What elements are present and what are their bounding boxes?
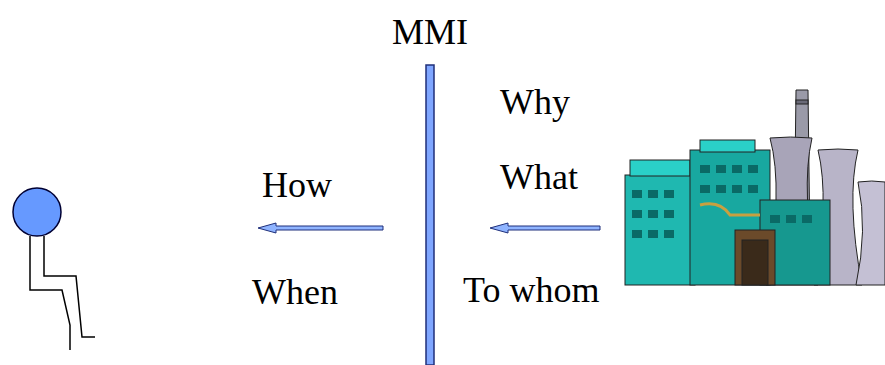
- question-label: How: [262, 165, 332, 205]
- interface-label: MMI: [392, 12, 468, 52]
- question-label: When: [252, 272, 338, 312]
- flow-arrow: [258, 223, 383, 233]
- question-label: Why: [500, 82, 570, 122]
- flow-arrow: [490, 223, 600, 233]
- question-label: What: [500, 157, 578, 197]
- power-plant: [625, 90, 885, 285]
- person-figure: [13, 188, 95, 350]
- question-label: To whom: [463, 270, 599, 310]
- mmi-bar: [426, 65, 434, 365]
